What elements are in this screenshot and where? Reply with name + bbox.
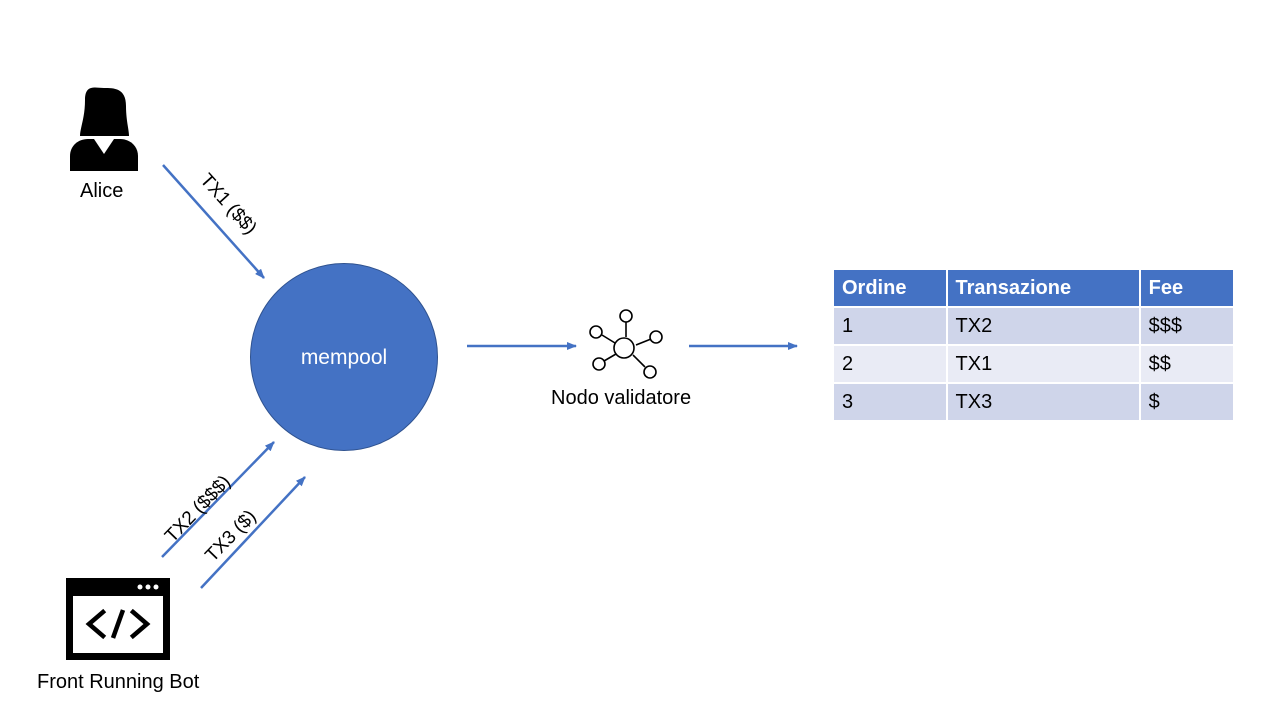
cell-transazione: TX1 <box>945 344 1141 384</box>
arrow-tx2-to-mempool <box>161 441 275 558</box>
alice-label: Alice <box>80 180 124 202</box>
cell-fee: $ <box>1138 382 1236 422</box>
cell-fee: $$$ <box>1138 306 1236 346</box>
edge-label-tx1: TX1 ($$) <box>196 170 261 239</box>
header-fee: Fee <box>1138 268 1236 308</box>
transaction-order-table: Ordine Transazione Fee 1 TX2 $$$ 2 TX1 $… <box>832 268 1236 422</box>
arrow-alice-to-mempool <box>162 164 265 279</box>
table-header-row: Ordine Transazione Fee <box>832 268 1236 308</box>
cell-transazione: TX2 <box>945 306 1141 346</box>
cell-transazione: TX3 <box>945 382 1141 422</box>
mempool-label: mempool <box>300 345 388 369</box>
header-transazione: Transazione <box>945 268 1141 308</box>
table-row: 2 TX1 $$ <box>832 344 1236 384</box>
cell-ordine: 2 <box>832 344 948 384</box>
cell-ordine: 1 <box>832 306 948 346</box>
network-node-icon <box>589 309 663 379</box>
table-row: 3 TX3 $ <box>832 382 1236 422</box>
code-window-icon <box>66 578 170 660</box>
validator-label: Nodo validatore <box>551 387 692 409</box>
person-icon <box>70 87 138 171</box>
bot-label: Front Running Bot <box>37 671 200 693</box>
table-row: 1 TX2 $$$ <box>832 306 1236 346</box>
header-ordine: Ordine <box>832 268 948 308</box>
mempool-node: mempool <box>250 263 438 451</box>
arrow-tx3-to-mempool <box>200 476 306 589</box>
cell-fee: $$ <box>1138 344 1236 384</box>
cell-ordine: 3 <box>832 382 948 422</box>
